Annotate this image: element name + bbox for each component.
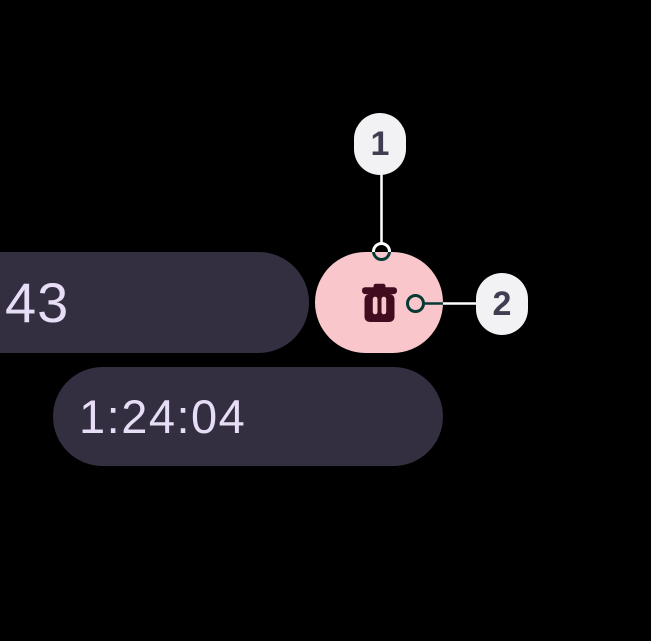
callout-badge-2: 2 <box>476 273 528 335</box>
callout-badge-2-label: 2 <box>492 284 512 323</box>
lap-count-chip: 43 <box>0 252 309 353</box>
callout-badge-1-label: 1 <box>370 124 390 163</box>
elapsed-time-value: 1:24:04 <box>79 390 247 443</box>
trash-icon <box>361 283 397 322</box>
lap-count-value: 43 <box>5 271 70 334</box>
delete-button[interactable] <box>315 252 443 353</box>
elapsed-time-chip: 1:24:04 <box>53 367 443 466</box>
callout-badge-1: 1 <box>354 113 406 175</box>
